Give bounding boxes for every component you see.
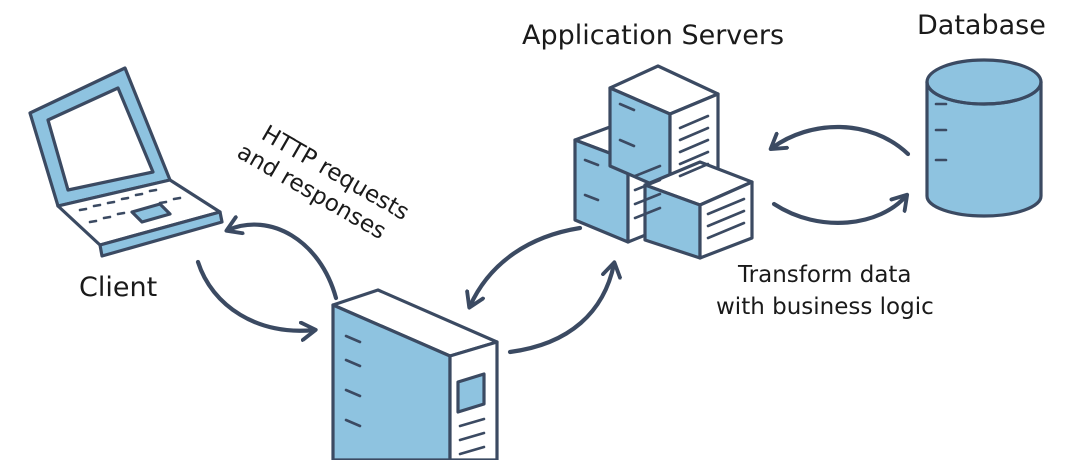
arrow-app-to-web [470,225,583,306]
client-label: Client [79,272,157,303]
server-stack-icon [573,64,754,260]
laptop-icon [28,66,224,258]
arrow-web-to-client [228,225,339,301]
http-edge-label: HTTP requests and responses [233,121,414,245]
transform-label-line1: Transform data [737,262,912,288]
database-cylinder-icon [925,58,1043,218]
transform-label-line2: with business logic [716,294,934,320]
arrow-app-to-db [771,196,906,225]
arrow-db-to-app [772,124,911,157]
app-servers-label: Application Servers [522,20,784,51]
arrow-client-to-web [195,259,314,331]
database-label: Database [917,10,1046,41]
arrow-web-to-app [507,264,614,355]
server-tower-icon [331,288,499,462]
